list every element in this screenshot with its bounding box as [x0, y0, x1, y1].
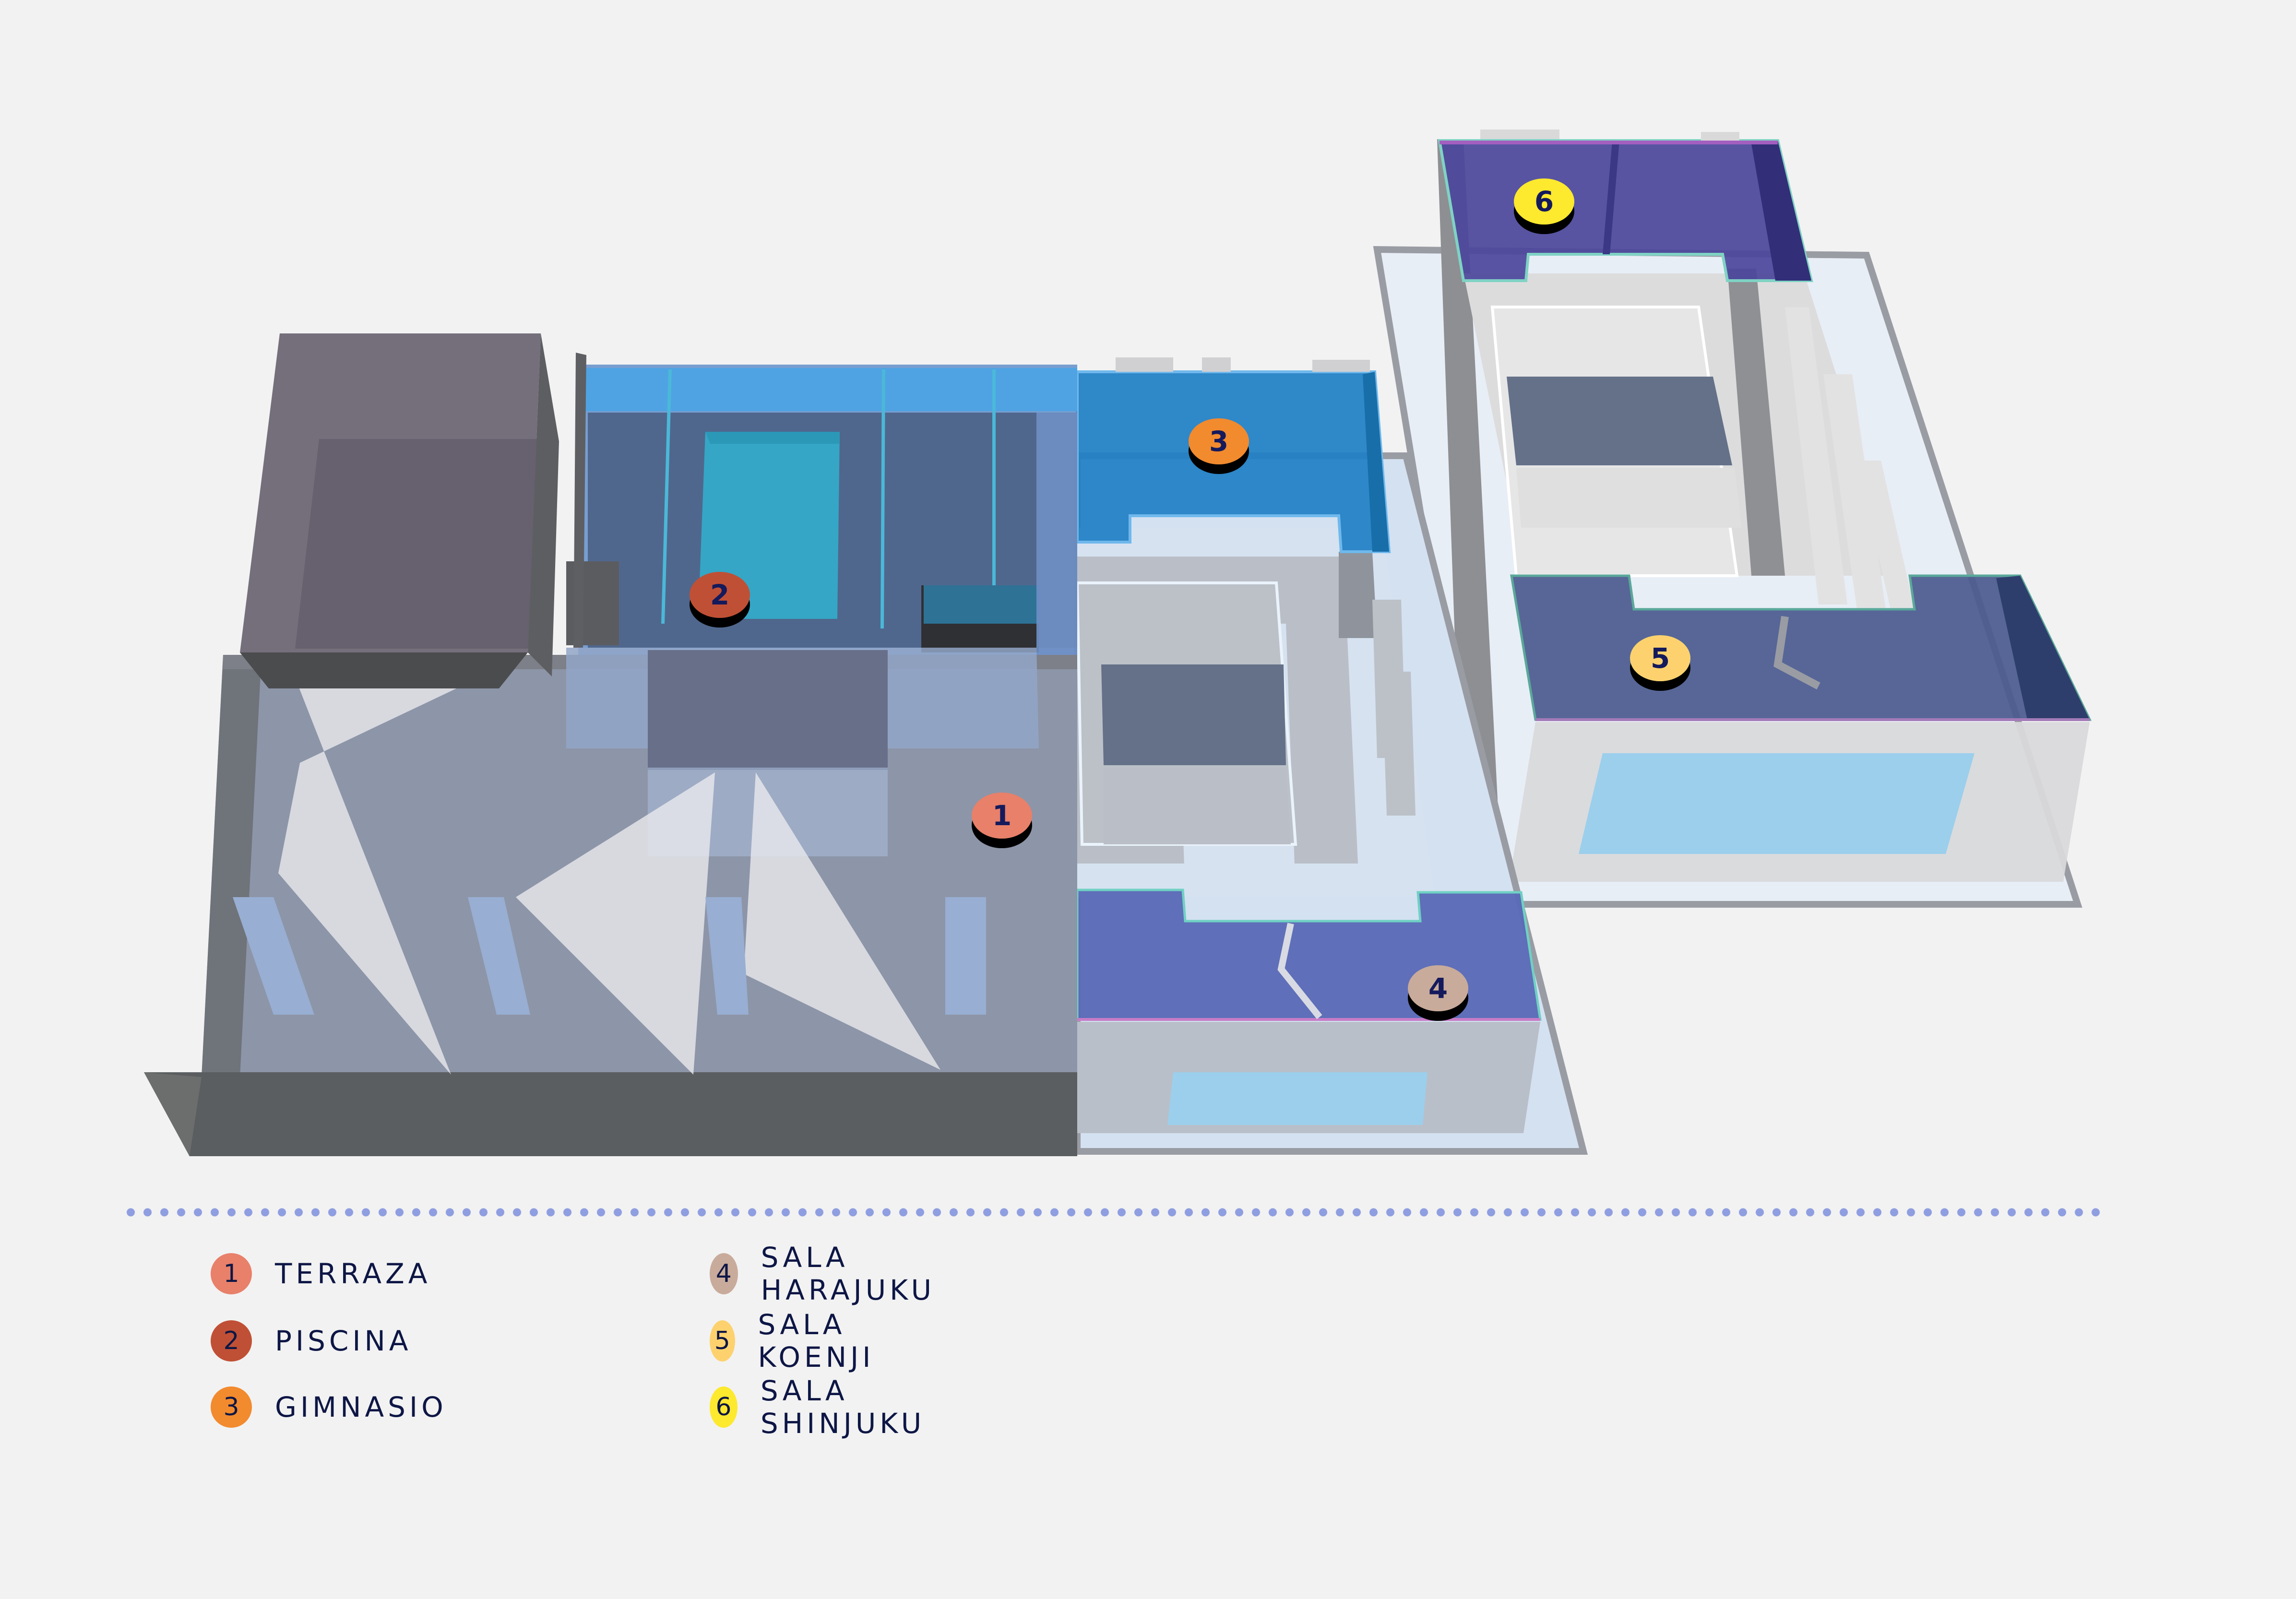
- marker-number: 5: [1651, 642, 1670, 675]
- dotted-divider: [122, 1208, 2106, 1217]
- legend-badge: 4: [710, 1253, 738, 1294]
- marker-face: [1408, 965, 1468, 1011]
- marker-number: 2: [710, 579, 729, 611]
- marker-number: 1: [992, 799, 1011, 832]
- glass-partition: [992, 369, 996, 604]
- room-harajuku-window: [1167, 1072, 1428, 1125]
- window: [1116, 357, 1173, 372]
- pool-deck: [924, 585, 1039, 624]
- pool-water-edge: [705, 432, 840, 444]
- marker-piscina[interactable]: 2: [690, 572, 750, 628]
- terrace-column: [468, 897, 530, 1015]
- legend-label: SALA SHINJUKU: [760, 1374, 926, 1440]
- terrace-stair-core: [648, 650, 888, 770]
- pool-block: [566, 353, 1077, 696]
- pool-right-glass: [1036, 413, 1077, 696]
- legend-item-gimnasio: 3 GIMNASIO: [211, 1386, 447, 1429]
- marker-face: [690, 572, 750, 618]
- marker-sala-harajuku[interactable]: 4: [1408, 965, 1468, 1021]
- room-shinjuku-shade: [1751, 141, 1811, 281]
- door: [1277, 923, 1322, 1019]
- marker-face: [1630, 635, 1690, 681]
- legend-item-piscina: 2 PISCINA: [211, 1319, 412, 1362]
- legend-item-sala-koenji: 5 SALA KOENJI: [710, 1308, 891, 1374]
- room-shinjuku-divider: [1603, 141, 1619, 254]
- legend-badge: 5: [710, 1320, 735, 1362]
- glass-partition: [880, 369, 885, 628]
- terrace-left-wall: [202, 655, 262, 1077]
- pergola-panel: [516, 772, 715, 1075]
- legend-badge: 1: [211, 1253, 252, 1294]
- pergola-panel: [744, 772, 940, 1070]
- legend-item-sala-harajuku: 4 SALA HARAJUKU: [710, 1241, 948, 1306]
- legend-label: PISCINA: [275, 1325, 412, 1357]
- legend-label: TERRAZA: [275, 1257, 431, 1290]
- glass-partition: [661, 369, 672, 624]
- east-wing-wall: [1437, 139, 1502, 883]
- legend-badge: 2: [211, 1320, 252, 1362]
- legend-label: GIMNASIO: [275, 1391, 447, 1423]
- room-koenji-shade: [1996, 576, 2090, 720]
- marker-number: 6: [1535, 185, 1554, 218]
- window: [1480, 130, 1559, 139]
- central-room-front: [1516, 468, 1742, 528]
- window: [1312, 360, 1370, 372]
- legend-badge: 3: [211, 1386, 252, 1428]
- pool-side-wall: [573, 353, 586, 648]
- window: [1701, 132, 1739, 141]
- interior-wall: [1382, 672, 1416, 816]
- marker-sala-shinjuku[interactable]: 6: [1514, 178, 1574, 234]
- interior-wall: [1339, 552, 1377, 638]
- window: [1202, 357, 1231, 372]
- pool-water: [698, 432, 840, 619]
- terrace-column: [233, 897, 314, 1015]
- dark-building-front: [240, 652, 528, 688]
- interior-wall: [1727, 269, 1785, 576]
- terrace-front-wall: [144, 1072, 1077, 1156]
- storage-room-front: [1104, 768, 1291, 844]
- marker-face: [972, 793, 1032, 839]
- terrace-front-wall-left: [144, 1072, 202, 1156]
- central-room-roof: [1507, 377, 1732, 465]
- marker-terraza[interactable]: 1: [972, 793, 1032, 848]
- door: [1773, 616, 1820, 690]
- marker-face: [1514, 178, 1574, 225]
- room-koenji-window: [1579, 753, 1975, 854]
- marker-gimnasio[interactable]: 3: [1189, 418, 1249, 474]
- legend-label: SALA KOENJI: [758, 1308, 875, 1374]
- interior-wall: [1823, 374, 1886, 609]
- east-wing: [1373, 130, 2092, 908]
- dark-building-side: [528, 333, 559, 676]
- legend-item-terraza: 1 TERRAZA: [211, 1252, 431, 1295]
- dark-building-inner: [295, 439, 558, 649]
- interior-wall: [1857, 461, 1915, 609]
- dark-building: [240, 333, 559, 688]
- interior-wall: [1785, 307, 1847, 604]
- marker-sala-koenji[interactable]: 5: [1630, 635, 1690, 691]
- terrace: [144, 648, 1077, 1156]
- storage-room-roof: [1101, 664, 1286, 765]
- marker-number: 4: [1428, 972, 1448, 1005]
- terrace-column: [945, 897, 986, 1015]
- pool-glass-top: [584, 368, 1077, 411]
- terrace-column: [705, 897, 749, 1015]
- map-markers: 1 2 3 4 5 6: [690, 178, 1690, 1021]
- marker-face: [1189, 418, 1249, 464]
- legend-item-sala-shinjuku: 6 SALA SHINJUKU: [710, 1374, 939, 1440]
- legend-label: SALA HARAJUKU: [761, 1241, 936, 1306]
- legend-badge: 6: [710, 1386, 738, 1428]
- room-gimnasio-shade: [1363, 372, 1389, 552]
- marker-number: 3: [1209, 425, 1228, 458]
- pergola-panel: [278, 672, 492, 1075]
